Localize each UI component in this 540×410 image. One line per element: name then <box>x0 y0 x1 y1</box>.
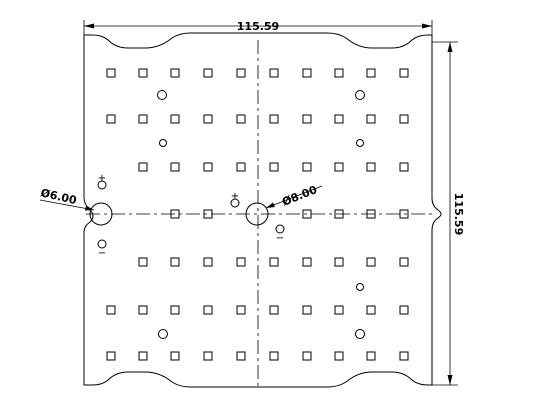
square-pad <box>106 68 116 78</box>
small-hole <box>355 90 365 100</box>
square-pad <box>236 162 246 172</box>
board-outline <box>83 32 442 388</box>
square-pad <box>399 114 409 124</box>
terminal-minus-left <box>97 239 107 249</box>
square-pad <box>366 209 376 219</box>
square-pad <box>269 305 279 315</box>
small-hole <box>355 329 365 339</box>
width-dimension: 115.59 <box>83 20 433 35</box>
square-pad <box>302 257 312 267</box>
square-pad <box>106 305 116 315</box>
square-pad <box>236 351 246 361</box>
pad-grid <box>106 68 409 361</box>
square-pad <box>138 351 148 361</box>
square-pad <box>203 162 213 172</box>
square-pad <box>399 351 409 361</box>
square-pad <box>203 351 213 361</box>
square-pad <box>366 305 376 315</box>
square-pad <box>203 257 213 267</box>
height-dimension: 115.59 <box>432 41 465 386</box>
small-hole <box>356 139 364 147</box>
square-pad <box>236 114 246 124</box>
small-hole <box>157 90 167 100</box>
square-pad <box>334 114 344 124</box>
square-pad <box>203 305 213 315</box>
square-pad <box>334 351 344 361</box>
square-pad <box>203 114 213 124</box>
center-mounting-hole: Ø8.00 <box>245 183 323 226</box>
square-pad <box>399 162 409 172</box>
square-pad <box>106 114 116 124</box>
square-pad <box>170 68 180 78</box>
square-pad <box>399 305 409 315</box>
square-pad <box>203 209 213 219</box>
square-pad <box>366 68 376 78</box>
square-pad <box>269 351 279 361</box>
terminal-minus-center <box>275 224 285 234</box>
width-label: 115.59 <box>237 20 279 33</box>
small-hole <box>158 329 168 339</box>
square-pad <box>366 114 376 124</box>
square-pad <box>138 305 148 315</box>
square-pad <box>302 305 312 315</box>
square-pad <box>236 257 246 267</box>
square-pad <box>269 257 279 267</box>
plus-symbol: + <box>231 191 239 202</box>
square-pad <box>269 114 279 124</box>
square-pad <box>170 257 180 267</box>
square-pad <box>170 162 180 172</box>
hole-center-label: Ø8.00 <box>280 183 319 209</box>
plus-symbol: + <box>98 173 106 184</box>
square-pad <box>236 305 246 315</box>
square-pad <box>138 114 148 124</box>
square-pad <box>334 209 344 219</box>
square-pad <box>138 162 148 172</box>
square-pad <box>170 209 180 219</box>
square-pad <box>366 351 376 361</box>
square-pad <box>236 68 246 78</box>
square-pad <box>269 68 279 78</box>
square-pad <box>138 68 148 78</box>
hole-left-label: Ø6.00 <box>39 186 78 207</box>
small-hole <box>356 283 364 291</box>
square-pad <box>334 68 344 78</box>
square-pad <box>170 305 180 315</box>
square-pad <box>106 351 116 361</box>
square-pad <box>138 257 148 267</box>
square-pad <box>269 162 279 172</box>
square-pad <box>399 209 409 219</box>
terminal-plus-left <box>97 180 107 190</box>
square-pad <box>302 351 312 361</box>
square-pad <box>302 114 312 124</box>
terminal-plus-center <box>230 198 240 208</box>
square-pad <box>203 68 213 78</box>
square-pad <box>170 351 180 361</box>
small-hole <box>159 139 167 147</box>
left-mounting-hole: Ø6.00 <box>39 186 113 226</box>
square-pad <box>334 305 344 315</box>
square-pad <box>399 68 409 78</box>
square-pad <box>302 68 312 78</box>
small-holes <box>157 90 365 339</box>
square-pad <box>334 162 344 172</box>
square-pad <box>366 162 376 172</box>
square-pad <box>302 209 312 219</box>
square-pad <box>366 257 376 267</box>
square-pad <box>334 257 344 267</box>
polarity-markers: + − + − <box>97 173 285 259</box>
minus-symbol: − <box>276 233 284 244</box>
minus-symbol: − <box>98 248 106 259</box>
square-pad <box>170 114 180 124</box>
square-pad <box>302 162 312 172</box>
height-label: 115.59 <box>452 193 465 235</box>
square-pad <box>399 257 409 267</box>
